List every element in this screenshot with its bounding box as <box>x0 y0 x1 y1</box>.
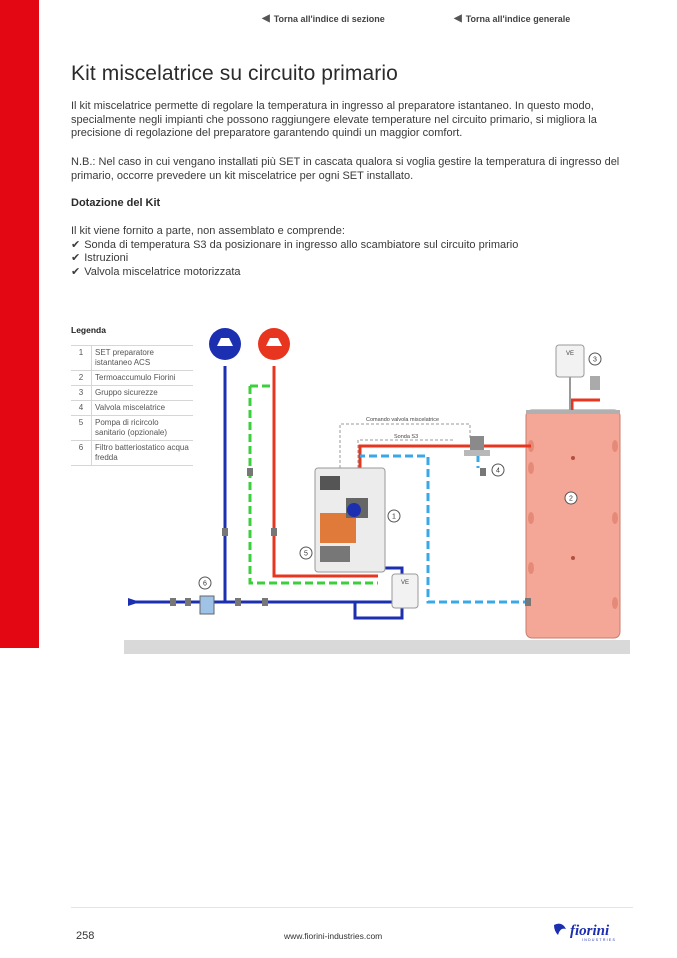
callout-6-label: 6 <box>203 581 207 588</box>
callout-5 <box>299 546 313 560</box>
logo-subtext: INDUSTRIES <box>582 938 616 942</box>
legend-num: 5 <box>71 415 92 441</box>
callout-2-label: 2 <box>569 496 573 503</box>
kit-item-text: Sonda di temperatura S3 da posizionare i… <box>84 238 519 251</box>
legend-num: 4 <box>71 400 92 416</box>
ve-label-bottom: VE <box>401 580 409 586</box>
kit-item-text: Istruzioni <box>84 252 129 265</box>
safety-valve <box>590 376 600 390</box>
back-to-general-index-link[interactable]: ◀ Torna all'indice generale <box>454 13 570 24</box>
kit-item: ✔ Valvola miscelatrice motorizzata <box>71 266 518 280</box>
page-number: 258 <box>76 930 95 942</box>
back-to-section-index-link[interactable]: ◀ Torna all'indice di sezione <box>262 13 385 24</box>
hydraulic-schematic: VE Comando valvola miscelatrice Sonda S3… <box>124 328 630 654</box>
top-navigation: ◀ Torna all'indice di sezione ◀ Torna al… <box>0 13 677 27</box>
check-icon: ✔ <box>71 238 81 251</box>
callout-4 <box>491 463 505 477</box>
back-arrow-icon: ◀ <box>262 13 270 24</box>
check-icon: ✔ <box>71 252 81 265</box>
intro-paragraph: Il kit miscelatrice permette di regolare… <box>71 100 597 140</box>
red-side-bar <box>0 0 39 648</box>
callout-1 <box>387 509 401 523</box>
legend-text: Termoaccumulo Fiorini <box>91 370 193 386</box>
website-link[interactable]: www.fiorini-industries.com <box>284 931 383 941</box>
legend-text: Filtro batteriostatico acqua fredda <box>91 440 193 466</box>
legend-num: 1 <box>71 345 92 371</box>
back-arrow-icon: ◀ <box>454 13 462 24</box>
kit-item: ✔ Istruzioni <box>71 252 518 266</box>
back-to-general-index-label: Torna all'indice generale <box>465 13 571 24</box>
logo-mark-icon <box>554 923 566 935</box>
callout-1-label: 1 <box>392 514 396 521</box>
callout-2 <box>564 491 578 505</box>
legend-title: Legenda <box>71 325 106 335</box>
kit-heading: Dotazione del Kit <box>71 197 161 209</box>
legend-num: 3 <box>71 385 92 401</box>
callout-3 <box>588 352 602 366</box>
control-line <box>339 423 471 468</box>
legend-text: Gruppo sicurezze <box>91 385 193 401</box>
legend-text: Valvola miscelatrice <box>91 400 193 416</box>
note-paragraph: N.B.: Nel caso in cui vengano installati… <box>71 156 620 182</box>
expansion-vessel-bottom <box>391 573 419 609</box>
set-unit <box>314 467 386 573</box>
expansion-vessel-top <box>555 344 585 378</box>
legend-text: Pompa di ricircolo sanitario (opzionale) <box>91 415 193 441</box>
mixing-valve <box>470 436 484 450</box>
legend-num: 6 <box>71 440 92 466</box>
floor <box>124 640 630 654</box>
logo-text: fiorini <box>570 923 610 939</box>
check-icon: ✔ <box>71 265 81 278</box>
comando-label: Comando valvola miscelatrice <box>366 417 439 423</box>
fiorini-logo: fiorini INDUSTRIES <box>554 923 616 942</box>
kit-contents: Il kit viene fornito a parte, non assemb… <box>71 225 518 279</box>
ve-label-top: VE <box>566 351 574 357</box>
callout-5-label: 5 <box>304 551 308 558</box>
legend-num: 2 <box>71 370 92 386</box>
kit-item-text: Valvola miscelatrice motorizzata <box>84 265 241 278</box>
back-to-section-index-label: Torna all'indice di sezione <box>273 13 385 24</box>
footer-divider <box>71 907 633 908</box>
callout-3-label: 3 <box>593 357 597 364</box>
callout-6 <box>198 576 212 590</box>
legend-text: SET preparatore istantaneo ACS <box>91 345 193 371</box>
callout-4-label: 4 <box>496 468 500 475</box>
page-title: Kit miscelatrice su circuito primario <box>71 62 398 85</box>
filter <box>199 595 215 615</box>
sonda-label: Sonda S3 <box>394 434 418 440</box>
kit-item: ✔ Sonda di temperatura S3 da posizionare… <box>71 239 518 253</box>
storage-tank <box>525 409 621 639</box>
kit-intro: Il kit viene fornito a parte, non assemb… <box>71 225 345 237</box>
